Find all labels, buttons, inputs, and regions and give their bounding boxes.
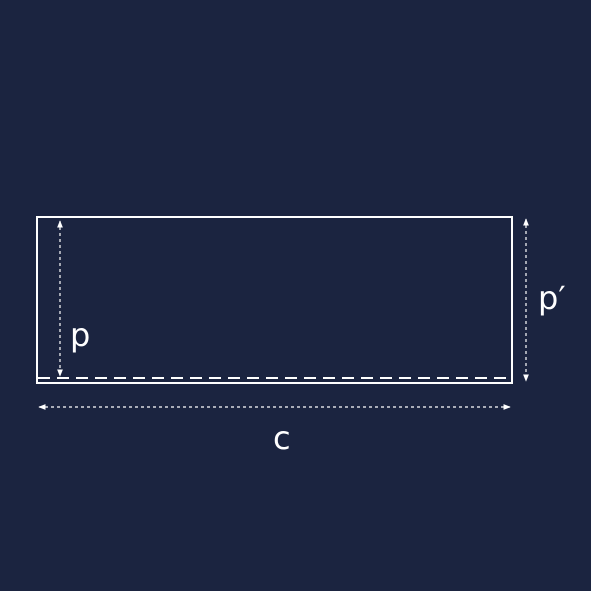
- label-c: c: [273, 419, 291, 457]
- label-p-prime: p′: [538, 279, 566, 317]
- label-p: p: [70, 316, 90, 354]
- outer-rectangle: [36, 216, 513, 384]
